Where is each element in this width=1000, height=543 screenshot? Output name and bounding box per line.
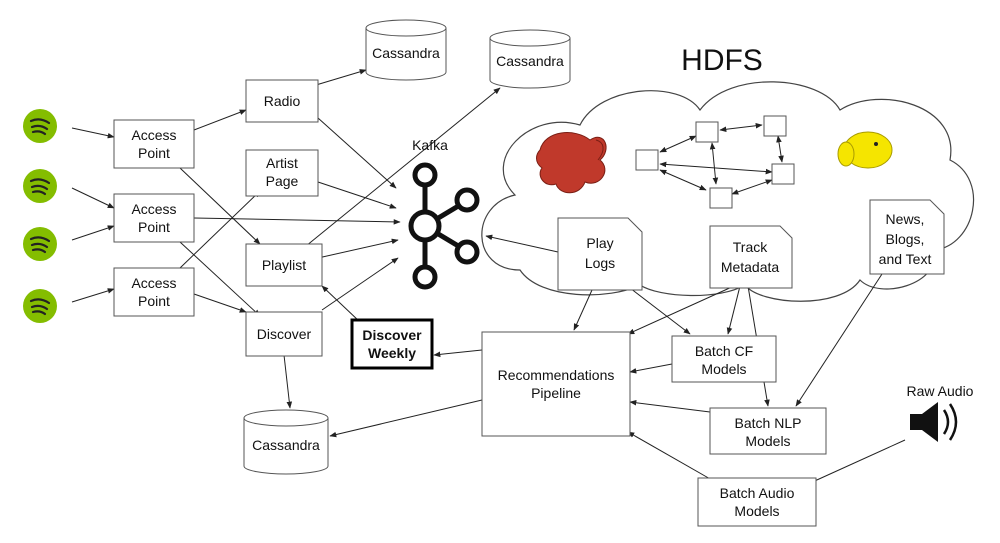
red-elephant-icon [536, 132, 607, 194]
cassandra-top-left: Cassandra [365, 19, 447, 81]
radio-service: Radio [245, 79, 319, 123]
playlist-service: Playlist [245, 243, 323, 287]
access-point-label: Point [138, 145, 170, 161]
batch-cf-label: Models [701, 361, 746, 377]
cassandra-top-right: Cassandra [489, 29, 571, 89]
batch-audio-models: Batch Audio Models [697, 477, 817, 527]
batch-audio-label: Batch Audio [720, 485, 795, 501]
news-label: News, [886, 211, 925, 227]
artist-page-service: Artist Page [245, 149, 319, 197]
news-label: and Text [879, 251, 932, 267]
spotify-clients [23, 109, 57, 323]
access-point-label: Access [131, 275, 176, 291]
radio-label: Radio [264, 93, 301, 109]
access-point-1: Access Point [113, 119, 195, 169]
hdfs-graph [635, 115, 795, 209]
track-metadata-doc: Track Metadata [709, 225, 793, 289]
kafka-label: Kafka [412, 137, 448, 153]
discover-service: Discover [245, 311, 323, 357]
play-logs-label: Play [586, 235, 613, 251]
play-logs-label: Logs [585, 255, 615, 271]
artist-page-label: Page [266, 173, 299, 189]
pipeline-label: Pipeline [531, 385, 581, 401]
speaker-icon [910, 402, 958, 442]
recommendations-pipeline: Recommendations Pipeline [481, 331, 631, 437]
hadoop-elephant-icon [837, 131, 893, 169]
track-metadata-label: Track [733, 239, 768, 255]
batch-cf-label: Batch CF [695, 343, 753, 359]
access-point-label: Access [131, 127, 176, 143]
hdfs-title: HDFS [681, 44, 763, 77]
access-point-2: Access Point [113, 193, 195, 243]
batch-nlp-label: Models [745, 433, 790, 449]
discover-weekly: Discover Weekly [350, 318, 434, 370]
kafka-logo-icon: Kafka [408, 137, 480, 290]
news-label: Blogs, [886, 231, 925, 247]
discover-weekly-label: Weekly [368, 345, 416, 361]
spotify-logo-icon [23, 169, 57, 203]
access-point-label: Access [131, 201, 176, 217]
artist-page-label: Artist [266, 155, 298, 171]
raw-audio-label: Raw Audio [907, 383, 974, 399]
playlist-label: Playlist [262, 257, 306, 273]
discover-weekly-label: Discover [362, 327, 422, 343]
batch-audio-label: Models [734, 503, 779, 519]
cassandra-label: Cassandra [252, 437, 320, 453]
raw-audio: Raw Audio [907, 383, 974, 442]
spotify-logo-icon [23, 227, 57, 261]
news-blogs-doc: News, Blogs, and Text [869, 199, 945, 275]
spotify-logo-icon [23, 289, 57, 323]
batch-nlp-label: Batch NLP [735, 415, 802, 431]
cassandra-label: Cassandra [496, 53, 564, 69]
spotify-logo-icon [23, 109, 57, 143]
access-point-label: Point [138, 219, 170, 235]
batch-cf-models: Batch CF Models [671, 335, 777, 383]
pipeline-label: Recommendations [498, 367, 615, 383]
discover-label: Discover [257, 326, 312, 342]
batch-nlp-models: Batch NLP Models [709, 407, 827, 455]
cassandra-label: Cassandra [372, 45, 440, 61]
track-metadata-label: Metadata [721, 259, 780, 275]
edges [71, 69, 906, 485]
access-point-label: Point [138, 293, 170, 309]
cassandra-bottom: Cassandra [243, 409, 329, 475]
play-logs-doc: Play Logs [557, 217, 643, 291]
access-point-3: Access Point [113, 267, 195, 317]
